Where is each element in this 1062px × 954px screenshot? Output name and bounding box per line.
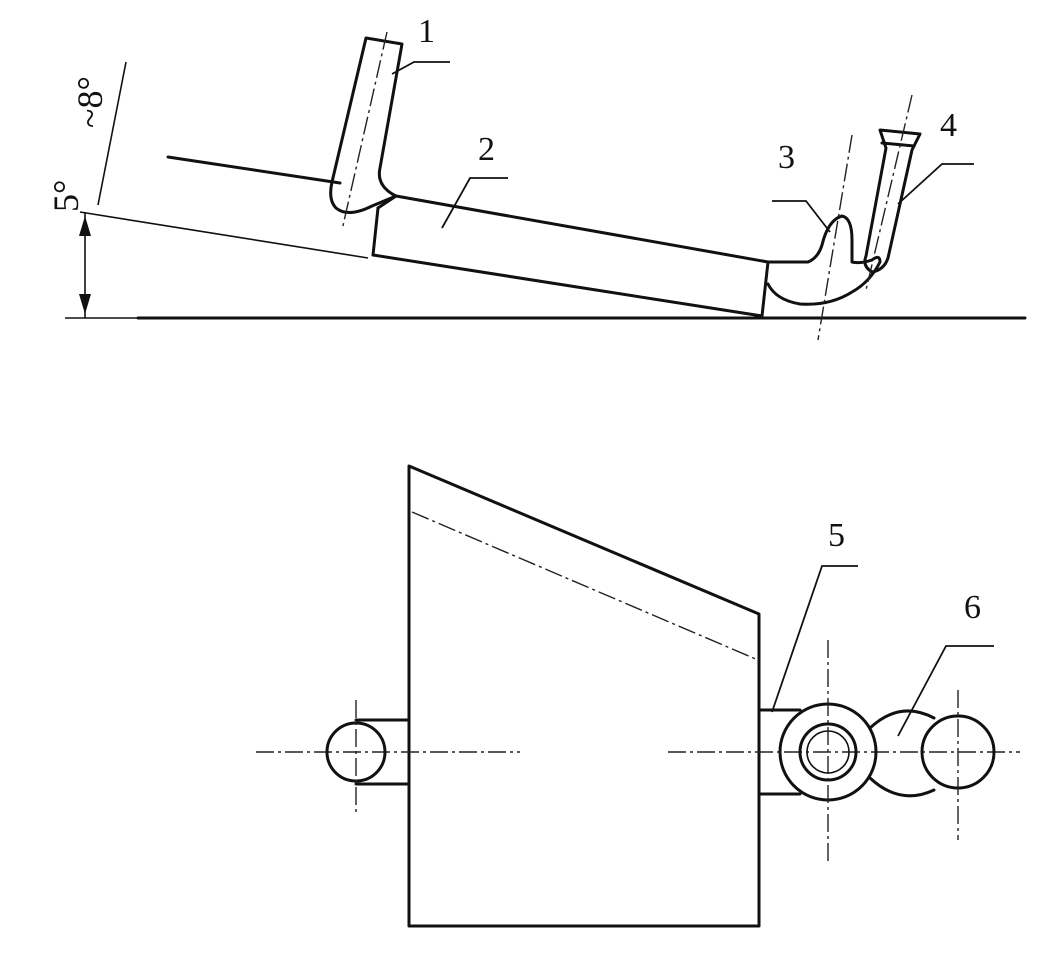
- part6-link: [868, 709, 936, 798]
- part3-centerline: [817, 134, 853, 341]
- part3-right-receiver: [766, 214, 882, 306]
- label-part5: 5: [828, 517, 845, 554]
- top-view: 5 6: [256, 464, 1020, 928]
- angle-extension-line: [97, 61, 127, 206]
- label-part3: 3: [778, 139, 795, 176]
- part1-centerline: [341, 31, 388, 231]
- dimension-arrow-down: [79, 294, 91, 314]
- leader-part1: [391, 61, 450, 75]
- leader-part2: [441, 177, 508, 229]
- leader-part5: [771, 565, 858, 713]
- label-part4: 4: [940, 107, 957, 144]
- incline-reference-line: [79, 211, 369, 259]
- part4-screw-head-line: [880, 141, 916, 148]
- label-part6: 6: [964, 589, 981, 626]
- part2-top-edge: [394, 194, 770, 264]
- dimension-arrow-up: [79, 216, 91, 236]
- part2-inner-top-edge: [376, 194, 398, 210]
- label-part2: 2: [478, 131, 495, 168]
- part1-left-stop: [329, 36, 404, 214]
- part4-centerline: [865, 94, 913, 291]
- leader-part4: [897, 163, 974, 205]
- upper-inclined-line: [166, 155, 342, 185]
- angle-label-low: 5°: [46, 180, 86, 212]
- part2-bottom-edge: [371, 253, 764, 318]
- base-plate-outline: [407, 464, 761, 928]
- leader-part3: [772, 200, 831, 233]
- part4-screw: [863, 128, 922, 274]
- part2-left-edge: [371, 206, 380, 257]
- leader-part6: [897, 645, 994, 737]
- angle-label-high: ~8°: [70, 76, 110, 128]
- plate-phantom-line: [411, 511, 759, 661]
- label-part1: 1: [418, 13, 435, 50]
- side-view: 5° ~8° 1 2 3 4: [46, 13, 1027, 341]
- part2-right-edge: [760, 260, 770, 318]
